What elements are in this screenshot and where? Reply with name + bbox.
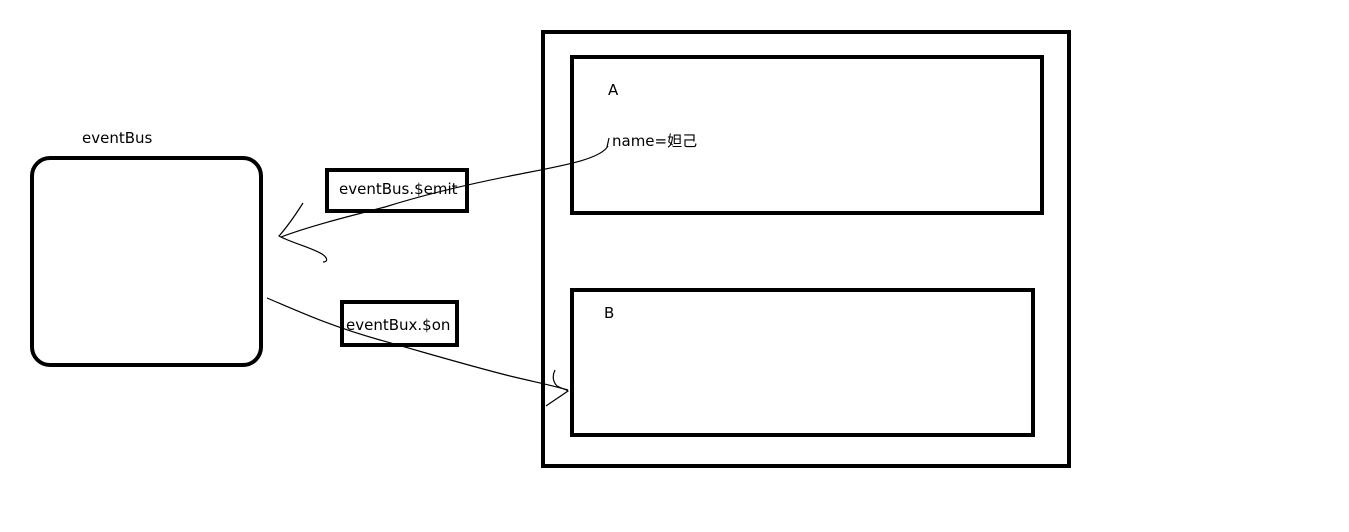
component-b-box — [570, 288, 1035, 437]
outer-container-box — [541, 30, 1071, 468]
component-b-label: B — [604, 304, 615, 322]
on-arrow-head — [545, 369, 569, 407]
on-arrow-line — [266, 297, 569, 391]
name-value-label: name=妲己 — [612, 132, 698, 150]
eventbus-box — [30, 156, 263, 367]
component-a-label: A — [608, 81, 619, 99]
on-label: eventBux.$on — [346, 316, 451, 334]
emit-label: eventBus.$emit — [339, 180, 458, 198]
emit-arrow-line — [280, 145, 609, 238]
eventbus-title: eventBus — [82, 129, 153, 147]
component-a-box — [570, 55, 1044, 215]
emit-arrow-head — [278, 202, 328, 263]
name-tick-mark — [606, 137, 610, 148]
